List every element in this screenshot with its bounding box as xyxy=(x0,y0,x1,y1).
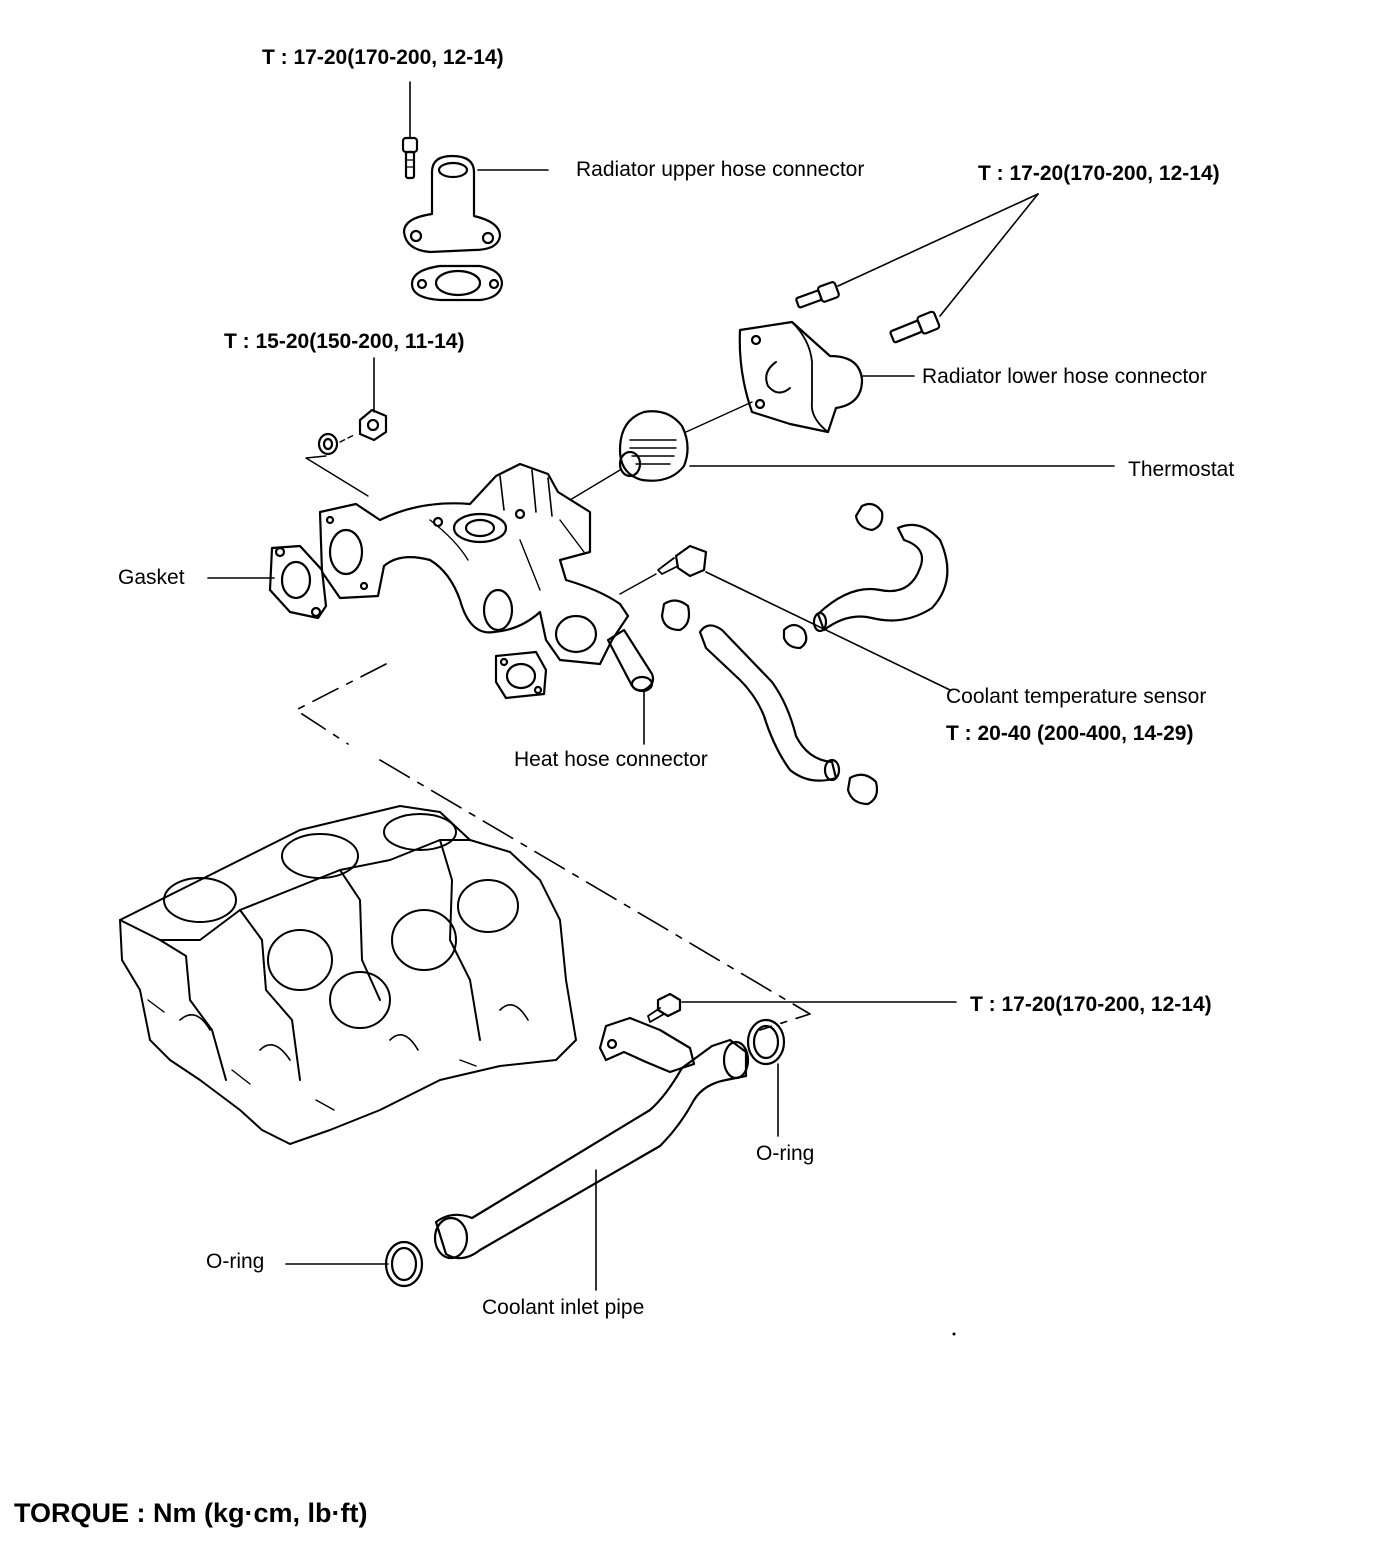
label-radiator-upper-hose-connector: Radiator upper hose connector xyxy=(576,158,865,181)
radiator-lower-hose-connector-part xyxy=(738,320,915,434)
label-o-ring-left: O-ring xyxy=(206,1250,265,1273)
alignment-lines xyxy=(295,663,811,1031)
label-thermostat: Thermostat xyxy=(1128,458,1235,481)
torque-units-legend: TORQUE : Nm (kg·cm, lb·ft) xyxy=(14,1498,368,1528)
coolant-inlet-pipe-part xyxy=(433,1016,750,1291)
torque-spec-sensor: T : 20-40 (200-400, 14-29) xyxy=(946,722,1194,745)
lower-hose-bolts xyxy=(795,193,1039,344)
label-gasket: Gasket xyxy=(118,566,185,589)
housing-gasket-bottom xyxy=(494,650,548,700)
label-coolant-inlet-pipe: Coolant inlet pipe xyxy=(482,1296,645,1319)
label-coolant-temperature-sensor: Coolant temperature sensor xyxy=(946,685,1207,708)
upper-hose-gasket xyxy=(410,264,504,302)
housing-gasket-left xyxy=(207,544,328,620)
upper-hose-bolt xyxy=(401,81,419,180)
bypass-hose-lower xyxy=(660,599,879,806)
coolant-outlet-housing xyxy=(318,462,630,666)
label-heat-hose-connector: Heat hose connector xyxy=(514,748,708,771)
engine-block xyxy=(119,805,577,1145)
torque-spec-lower-hose-bolts: T : 17-20(170-200, 12-14) xyxy=(978,162,1220,185)
inlet-pipe-bolt xyxy=(647,992,957,1023)
radiator-upper-hose-connector-part xyxy=(402,154,549,254)
bypass-hose-upper xyxy=(782,502,949,650)
torque-spec-nut: T : 15-20(150-200, 11-14) xyxy=(224,330,465,353)
heat-hose-connector-part xyxy=(606,628,655,745)
label-radiator-lower-hose-connector: Radiator lower hose connector xyxy=(922,365,1207,388)
torque-spec-inlet-pipe-bolt: T : 17-20(170-200, 12-14) xyxy=(970,993,1212,1016)
label-o-ring-right: O-ring xyxy=(756,1142,815,1165)
thermostat-part xyxy=(569,401,1115,501)
o-ring-right-part xyxy=(746,1018,786,1137)
torque-spec-upper-hose-bolt: T : 17-20(170-200, 12-14) xyxy=(262,46,504,69)
o-ring-left-part xyxy=(285,1240,424,1288)
housing-nut xyxy=(305,357,388,497)
coolant-temperature-sensor-part xyxy=(619,544,951,691)
